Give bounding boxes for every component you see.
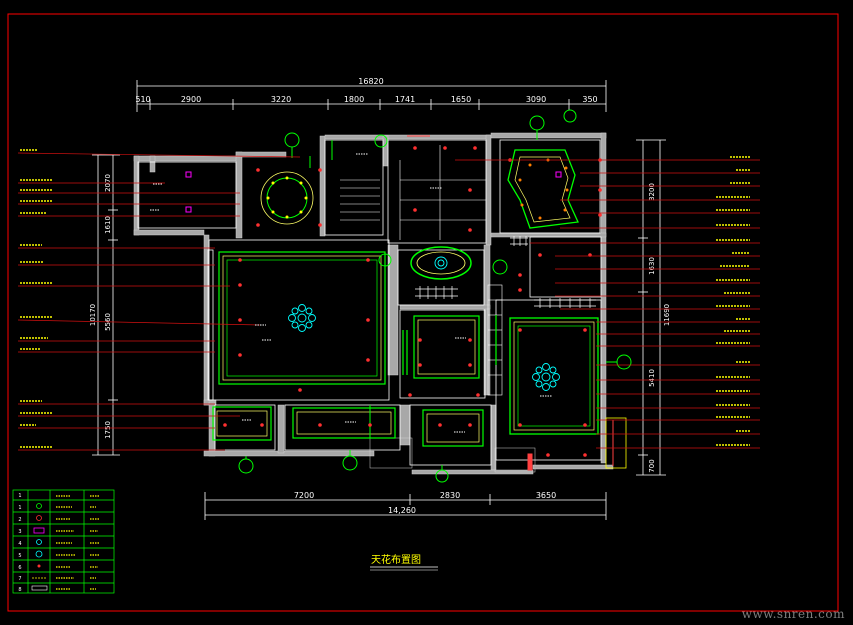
left-dimensions: [92, 154, 120, 456]
drawing-frame: [7, 13, 839, 612]
dim-bottom-total: 14,260: [388, 506, 416, 515]
dim-bottom-1: 7200: [294, 491, 314, 500]
walls: [133, 132, 614, 475]
leader-lines: [17, 152, 760, 451]
left-label-marks: [20, 149, 52, 448]
dim-top-8: 350: [582, 95, 597, 104]
svg-text:2: 2: [18, 517, 21, 523]
door-accents: [407, 135, 627, 471]
dim-left-total: 10170: [89, 304, 97, 326]
watermark: www.snren.com: [741, 607, 845, 621]
ceiling-features: [212, 140, 599, 447]
dim-top-3: 3220: [271, 95, 291, 104]
dim-top-total: 16820: [358, 77, 383, 86]
dim-top-7: 3090: [526, 95, 546, 104]
drawing-title: 天花布置图: [371, 553, 421, 566]
dim-right-4: 700: [648, 459, 656, 472]
dim-top-4: 1800: [344, 95, 364, 104]
svg-text:1: 1: [18, 505, 21, 511]
dim-left-4: 1750: [104, 421, 112, 439]
svg-text:6: 6: [18, 565, 21, 571]
stair-hatch: [340, 145, 486, 240]
rosette-fixtures: [288, 256, 560, 391]
svg-text:8: 8: [18, 587, 21, 593]
dim-top-6: 1650: [451, 95, 471, 104]
magenta-fixtures: [185, 171, 562, 213]
cabinet-hatch: [415, 236, 596, 308]
dim-right-2: 1630: [648, 257, 656, 275]
svg-text:3: 3: [18, 529, 21, 535]
dim-top-5: 1741: [395, 95, 415, 104]
bottom-dimensions: [204, 492, 607, 520]
dim-top-1: 510: [135, 95, 150, 104]
top-dimensions: [136, 80, 607, 112]
right-dimensions: [636, 139, 666, 476]
room-outlines: [137, 139, 602, 466]
dim-bottom-3: 3650: [536, 491, 556, 500]
top-dimension-texts: 16820 510 2900 3220 1800 1741 1650 3090 …: [135, 77, 597, 104]
svg-text:5: 5: [18, 553, 21, 559]
svg-text:1: 1: [18, 493, 21, 499]
downlights: [223, 146, 602, 457]
right-label-marks: [716, 156, 750, 446]
octagon-lights: [518, 158, 569, 220]
dim-top-2: 2900: [181, 95, 201, 104]
dim-right-total: 11690: [663, 304, 671, 326]
dim-right-1: 3200: [648, 183, 656, 201]
dim-right-3: 5410: [648, 369, 656, 387]
dim-bottom-2: 2830: [440, 491, 460, 500]
svg-text:7: 7: [18, 576, 21, 582]
dim-left-2: 1610: [104, 216, 112, 234]
section-markers: [238, 109, 632, 483]
legend-table: [12, 489, 115, 594]
closet-column: [487, 284, 503, 396]
round-room-lights: [266, 176, 308, 219]
svg-text:4: 4: [18, 541, 21, 547]
legend-marks: 1 1 2 3 4 5 6 7 8: [18, 493, 100, 593]
room-label-marks: [150, 153, 552, 433]
